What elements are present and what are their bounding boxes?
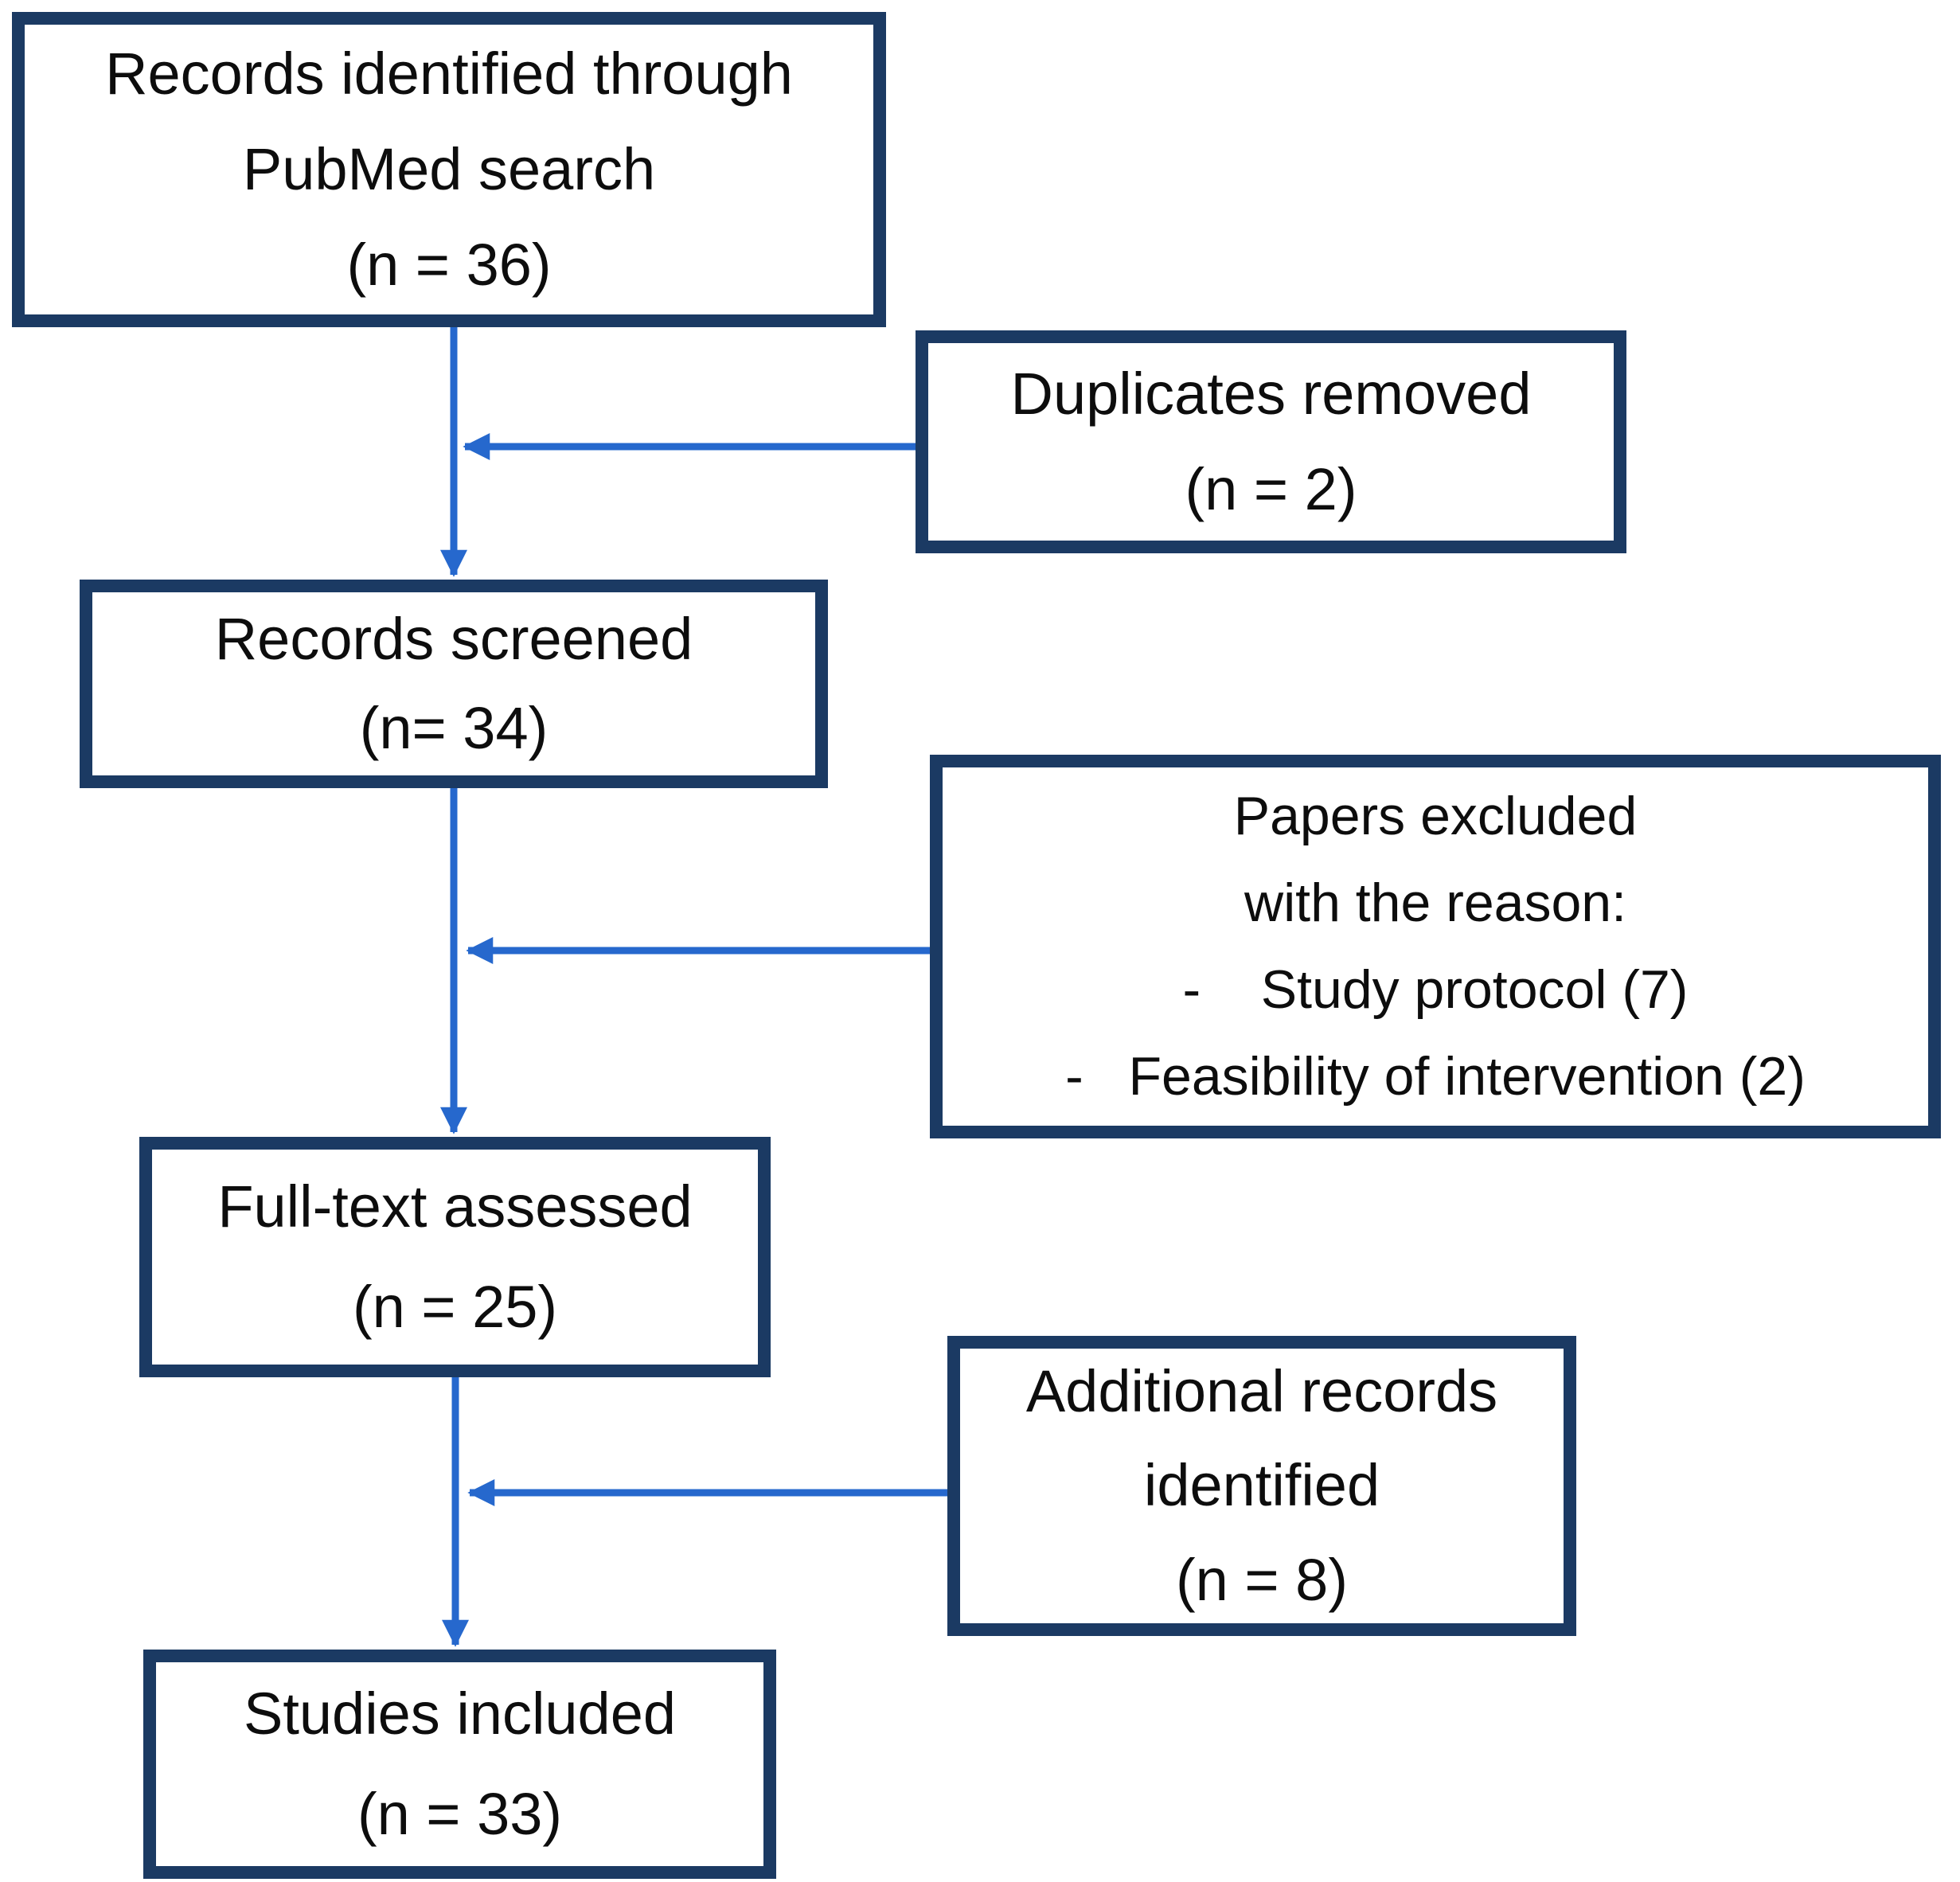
excluded-reason-study-protocol: - Study protocol (7)	[1182, 959, 1689, 1020]
duplicates-removed-label: Duplicates removed	[1010, 361, 1532, 428]
records-identified-label: Records identified through	[105, 41, 793, 107]
records-identified-count: (n = 36)	[346, 231, 552, 298]
duplicates-removed-count: (n = 2)	[1185, 456, 1357, 522]
additional-records-label: Additional records	[1025, 1357, 1498, 1424]
studies-included-count: (n = 33)	[357, 1781, 563, 1847]
box-duplicates-removed: Duplicates removed (n = 2)	[916, 330, 1626, 553]
records-identified-source: PubMed search	[242, 136, 656, 203]
box-additional-records: Additional records identified (n = 8)	[947, 1336, 1576, 1636]
additional-records-label-2: identified	[1143, 1452, 1380, 1519]
box-papers-excluded: Papers excluded with the reason: - Study…	[930, 755, 1941, 1138]
fulltext-assessed-count: (n = 25)	[352, 1274, 558, 1340]
excluded-reason-feasibility: - Feasibility of intervention (2)	[1065, 1045, 1806, 1107]
box-records-identified: Records identified through PubMed search…	[12, 12, 886, 327]
additional-records-count: (n = 8)	[1176, 1546, 1348, 1613]
records-screened-count: (n= 34)	[359, 695, 549, 761]
studies-included-label: Studies included	[243, 1681, 677, 1747]
papers-excluded-label: Papers excluded	[1233, 786, 1638, 847]
box-records-screened: Records screened (n= 34)	[80, 580, 828, 788]
fulltext-assessed-label: Full-text assessed	[217, 1173, 693, 1240]
papers-excluded-reason-label: with the reason:	[1244, 873, 1627, 934]
records-screened-label: Records screened	[214, 605, 693, 672]
box-fulltext-assessed: Full-text assessed (n = 25)	[139, 1137, 771, 1377]
box-studies-included: Studies included (n = 33)	[143, 1650, 776, 1879]
